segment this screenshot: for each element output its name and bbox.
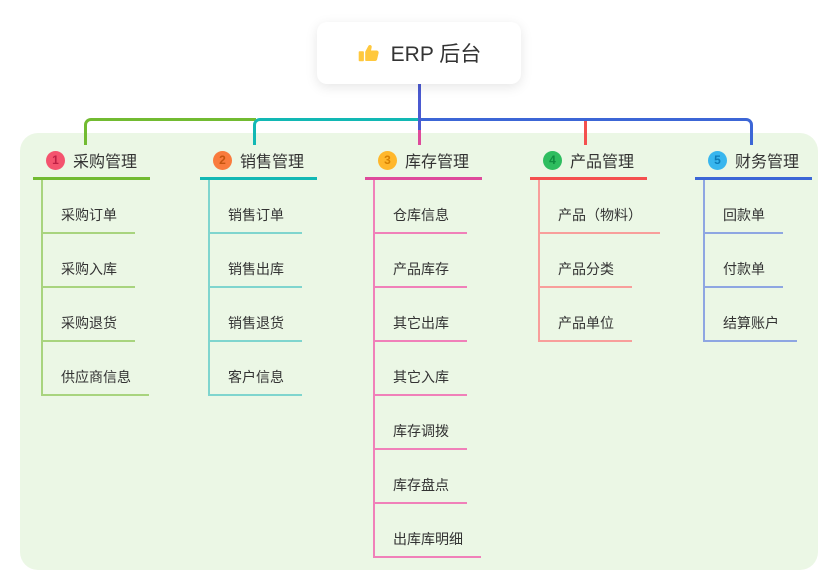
child-node-label: 产品分类 xyxy=(538,259,632,288)
branch-title: 产品管理 xyxy=(570,154,635,171)
child-node[interactable]: 其它入库 xyxy=(373,342,481,396)
child-trunk-line xyxy=(208,180,210,396)
child-trunk-line xyxy=(538,180,540,342)
child-node[interactable]: 其它出库 xyxy=(373,288,481,342)
child-node[interactable]: 付款单 xyxy=(703,234,797,288)
child-node[interactable]: 回款单 xyxy=(703,180,797,234)
branch-children: 销售订单销售出库销售退货客户信息 xyxy=(208,180,302,396)
child-node-label: 销售退货 xyxy=(208,313,302,342)
child-node-label: 其它出库 xyxy=(373,313,467,342)
child-node[interactable]: 销售订单 xyxy=(208,180,302,234)
child-node[interactable]: 采购入库 xyxy=(41,234,149,288)
branch-children: 采购订单采购入库采购退货供应商信息 xyxy=(41,180,149,396)
branch-1: 1 采购管理采购订单采购入库采购退货供应商信息 xyxy=(33,148,151,396)
child-node[interactable]: 供应商信息 xyxy=(41,342,149,396)
connector-branch4 xyxy=(584,121,587,145)
child-node-label: 出库库明细 xyxy=(373,529,481,558)
child-node-label: 产品库存 xyxy=(373,259,467,288)
branch-title: 销售管理 xyxy=(240,154,305,171)
root-title: ERP 后台 xyxy=(390,43,482,66)
branches-background-panel xyxy=(20,133,818,570)
connector-branch2 xyxy=(253,118,421,145)
child-node[interactable]: 客户信息 xyxy=(208,342,302,396)
root-node[interactable]: ERP 后台 xyxy=(317,22,521,84)
child-node-label: 付款单 xyxy=(703,259,783,288)
branch-title: 库存管理 xyxy=(405,154,470,171)
priority-badge-icon: 3 xyxy=(378,150,397,170)
priority-badge-icon: 4 xyxy=(543,150,562,170)
priority-badge-icon: 2 xyxy=(213,150,232,170)
child-node[interactable]: 产品分类 xyxy=(538,234,660,288)
child-node[interactable]: 库存盘点 xyxy=(373,450,481,504)
child-node-label: 采购订单 xyxy=(41,205,135,234)
branch-children: 产品（物料） 产品分类产品单位 xyxy=(538,180,660,342)
child-node[interactable]: 采购退货 xyxy=(41,288,149,342)
priority-badge-icon: 1 xyxy=(46,150,65,170)
child-node[interactable]: 仓库信息 xyxy=(373,180,481,234)
branch-3: 3 库存管理仓库信息产品库存其它出库其它入库库存调拨库存盘点出库库明细 xyxy=(365,148,483,558)
root-connector-line xyxy=(418,84,421,130)
thumbs-up-icon xyxy=(357,41,381,65)
branch-4: 4 产品管理产品（物料） 产品分类产品单位 xyxy=(530,148,660,342)
child-node[interactable]: 销售退货 xyxy=(208,288,302,342)
child-node-label: 仓库信息 xyxy=(373,205,467,234)
child-node[interactable]: 销售出库 xyxy=(208,234,302,288)
child-trunk-line xyxy=(41,180,43,396)
child-node-label: 产品（物料） xyxy=(538,205,660,234)
child-node-label: 客户信息 xyxy=(208,367,302,396)
connector-branch3 xyxy=(418,120,421,145)
branch-title: 财务管理 xyxy=(735,154,800,171)
child-node[interactable]: 产品（物料） xyxy=(538,180,660,234)
child-node[interactable]: 结算账户 xyxy=(703,288,797,342)
branch-node[interactable]: 1 采购管理 xyxy=(33,148,151,180)
child-node-label: 库存盘点 xyxy=(373,475,467,504)
branch-children: 仓库信息产品库存其它出库其它入库库存调拨库存盘点出库库明细 xyxy=(373,180,481,558)
child-node-label: 采购退货 xyxy=(41,313,135,342)
branch-title: 采购管理 xyxy=(73,154,138,171)
child-node[interactable]: 出库库明细 xyxy=(373,504,481,558)
child-node-label: 销售出库 xyxy=(208,259,302,288)
branch-node[interactable]: 2 销售管理 xyxy=(200,148,318,180)
priority-badge-icon: 5 xyxy=(708,150,727,170)
branch-node[interactable]: 3 库存管理 xyxy=(365,148,483,180)
child-node-label: 产品单位 xyxy=(538,313,632,342)
child-node-label: 库存调拨 xyxy=(373,421,467,450)
child-node[interactable]: 产品库存 xyxy=(373,234,481,288)
connector-branch5 xyxy=(421,118,753,145)
child-trunk-line xyxy=(373,180,375,558)
branch-children: 回款单付款单结算账户 xyxy=(703,180,797,342)
child-node[interactable]: 库存调拨 xyxy=(373,396,481,450)
branch-node[interactable]: 5 财务管理 xyxy=(695,148,813,180)
child-node-label: 回款单 xyxy=(703,205,783,234)
child-node-label: 结算账户 xyxy=(703,313,797,342)
child-node[interactable]: 产品单位 xyxy=(538,288,660,342)
branch-2: 2 销售管理销售订单销售出库销售退货客户信息 xyxy=(200,148,318,396)
branch-node[interactable]: 4 产品管理 xyxy=(530,148,648,180)
child-node[interactable]: 采购订单 xyxy=(41,180,149,234)
branch-5: 5 财务管理回款单付款单结算账户 xyxy=(695,148,813,342)
child-node-label: 供应商信息 xyxy=(41,367,149,396)
child-node-label: 销售订单 xyxy=(208,205,302,234)
child-node-label: 采购入库 xyxy=(41,259,135,288)
child-trunk-line xyxy=(703,180,705,342)
connector-branch1 xyxy=(84,118,256,145)
child-node-label: 其它入库 xyxy=(373,367,467,396)
